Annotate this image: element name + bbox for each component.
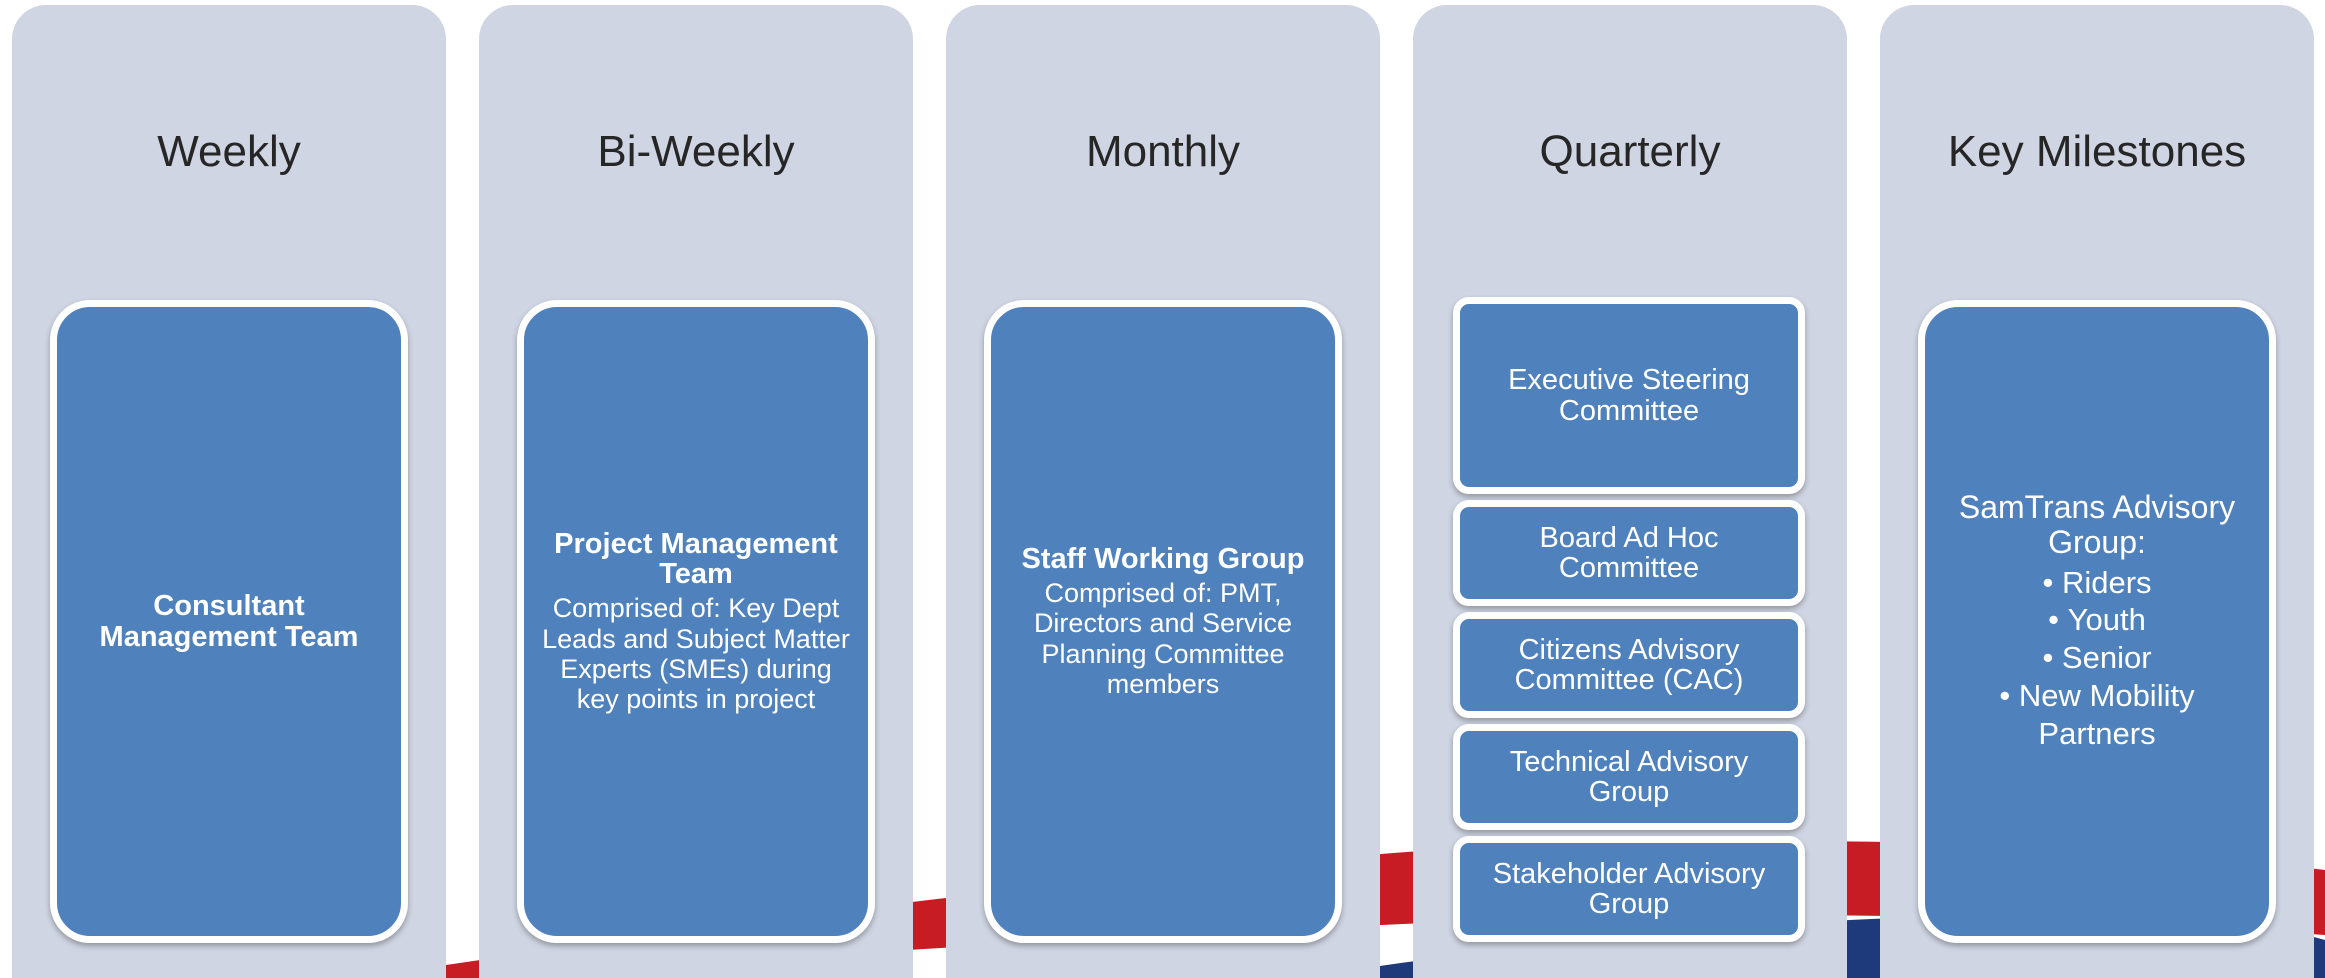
column-monthly: Monthly Staff Working Group Comprised of… — [946, 5, 1380, 978]
list-item: Senior — [1943, 639, 2251, 677]
milestone-list: Riders Youth Senior New Mobility Partner… — [1943, 564, 2251, 753]
column-quarterly: Quarterly Executive Steering Committee B… — [1413, 5, 1847, 978]
column-title: Monthly — [1085, 127, 1241, 176]
technical-advisory-group-card: Technical Advisory Group — [1453, 724, 1805, 830]
column-title: Weekly — [157, 127, 301, 176]
list-item: New Mobility Partners — [1943, 677, 2251, 753]
staff-working-group-card: Staff Working Group Comprised of: PMT, D… — [984, 300, 1342, 943]
card-title: Consultant Management Team — [99, 590, 359, 653]
list-item: Youth — [1943, 601, 2251, 639]
card-title: Staff Working Group — [1021, 542, 1305, 575]
stakeholder-advisory-group-card: Stakeholder Advisory Group — [1453, 836, 1805, 942]
column-weekly: Weekly Consultant Management Team — [12, 5, 446, 978]
column-title: Bi-Weekly — [597, 127, 795, 176]
citizens-advisory-committee-card: Citizens Advisory Committee (CAC) — [1453, 612, 1805, 718]
column-key-milestones: Key Milestones SamTrans Advisory Group: … — [1880, 5, 2314, 978]
card-heading: SamTrans Advisory Group: — [1958, 489, 2236, 560]
board-ad-hoc-committee-card: Board Ad Hoc Committee — [1453, 500, 1805, 606]
consultant-management-team-card: Consultant Management Team — [50, 300, 408, 943]
executive-steering-committee-card: Executive Steering Committee — [1453, 297, 1805, 494]
project-management-team-card: Project Management Team Comprised of: Ke… — [517, 300, 875, 943]
column-title: Quarterly — [1539, 127, 1721, 176]
column-bi-weekly: Bi-Weekly Project Management Team Compri… — [479, 5, 913, 978]
list-item: Riders — [1943, 564, 2251, 602]
samtrans-advisory-group-card: SamTrans Advisory Group: Riders Youth Se… — [1918, 300, 2276, 943]
card-description: Comprised of: PMT, Directors and Service… — [1033, 578, 1293, 699]
card-title: Project Management Team — [554, 527, 838, 591]
column-title: Key Milestones — [1947, 127, 2247, 176]
card-description: Comprised of: Key Dept Leads and Subject… — [542, 593, 850, 715]
